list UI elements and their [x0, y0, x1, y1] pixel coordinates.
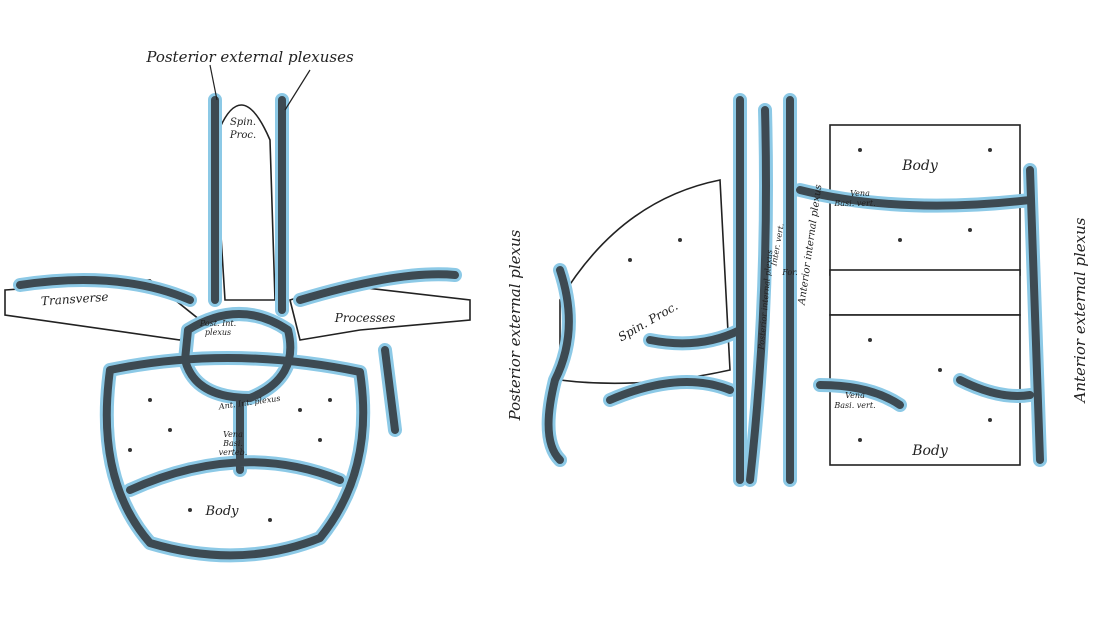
intervertebral-disc: [829, 269, 1021, 316]
label-inter-vert-for: For.: [781, 268, 797, 277]
label-post-int-plexus: Post. Int.: [199, 319, 236, 328]
label-anterior-external-plexus: Anterior external plexus: [1071, 217, 1089, 404]
label-transverse: Transverse: [40, 290, 108, 309]
label-spin-proc: Spin.: [230, 117, 256, 128]
spinous-process-right: [559, 179, 731, 385]
label-processes: Processes: [334, 311, 395, 325]
label-posterior-external-plexuses: Posterior external plexuses: [145, 48, 354, 66]
label-body: Body: [204, 504, 239, 519]
veins-left: [13, 93, 462, 563]
spinous-process-left: [214, 104, 276, 301]
bone-texture: [628, 148, 992, 442]
label-vena-basi-upper: Vena: [850, 189, 870, 198]
label-body-lower: Body: [911, 443, 949, 459]
label-posterior-external-plexus: Posterior external plexus: [506, 229, 524, 421]
veins-right: [541, 93, 1047, 487]
leader-line: [284, 69, 311, 111]
label-vena-basi-lower: Basi. vert.: [833, 401, 875, 410]
label-vena-basi-upper: Basi. vert.: [833, 199, 875, 208]
label-vena-basi-lower: Vena: [845, 391, 865, 400]
vertebral-column-lateral-view: [541, 93, 1047, 487]
bone-texture: [128, 398, 332, 522]
label-vena-basi: Vena: [223, 430, 243, 439]
label-post-int-plexus: plexus: [205, 328, 231, 337]
label-vena-basi: Basi.: [222, 439, 243, 448]
label-vena-basi: verteb.: [219, 448, 248, 457]
leader-line: [209, 64, 218, 101]
label-anterior-internal-plexus: Anterior internal plexus: [796, 184, 824, 307]
vertebra-superior-view: [4, 64, 471, 563]
label-body-upper: Body: [901, 158, 939, 174]
label-spin-proc: Proc.: [229, 130, 256, 141]
